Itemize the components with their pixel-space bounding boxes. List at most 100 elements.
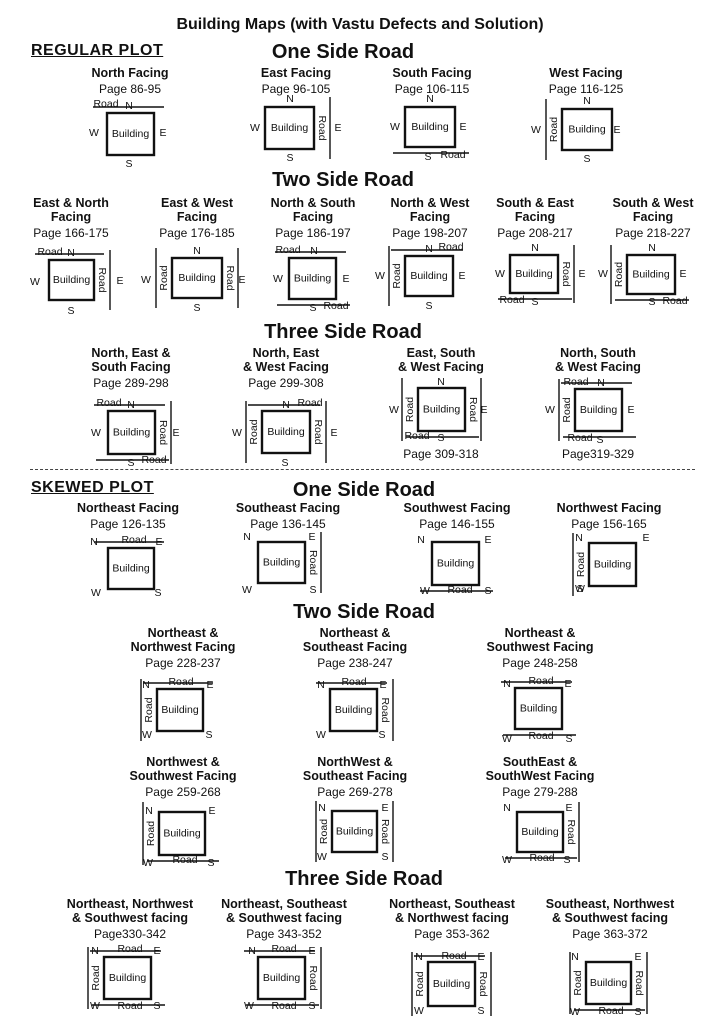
compass-s-label: S <box>563 854 570 866</box>
compass-n-label: N <box>286 93 294 105</box>
compass-s-label: S <box>425 300 432 312</box>
road-label: Road <box>529 852 554 864</box>
compass-w-label: W <box>316 729 326 741</box>
compass-w-label: W <box>375 270 385 282</box>
compass-e-label: E <box>480 404 487 416</box>
compass-s-label: S <box>193 302 200 314</box>
compass-e-label: E <box>330 427 337 439</box>
compass-s-label: S <box>531 296 538 308</box>
compass-n-label: N <box>248 945 256 957</box>
building-label: Building <box>590 977 628 989</box>
building-square <box>105 111 156 157</box>
compass-n-label: N <box>91 945 99 957</box>
road-label: Road <box>572 970 584 995</box>
compass-e-label: E <box>634 951 641 963</box>
road-label: Road <box>404 397 416 422</box>
building-label: Building <box>53 274 91 286</box>
regular-one-page-range: Page 96-105 <box>261 82 331 96</box>
building-square <box>515 810 565 854</box>
building-label: Building <box>112 128 150 140</box>
compass-n-label: N <box>310 245 318 257</box>
building-square <box>573 387 624 433</box>
regular-two-facing-label: Facing <box>409 210 451 224</box>
compass-s-label: S <box>154 587 161 599</box>
compass-s-label: S <box>67 305 74 317</box>
compass-n-label: N <box>426 93 434 105</box>
regular-three-facing-label: North, South <box>560 346 636 360</box>
road-label: Road <box>158 265 170 290</box>
compass-w-label: W <box>502 733 512 745</box>
building-square <box>256 955 307 1001</box>
compass-n-label: N <box>571 951 579 963</box>
road-label: Road <box>528 730 553 742</box>
road-label: Road <box>613 262 625 287</box>
compass-w-label: W <box>545 404 555 416</box>
regular-two-facing-label: Facing <box>176 210 218 224</box>
regular-three-facing-label: & West Facing <box>398 360 484 374</box>
compass-n-label: N <box>503 802 511 814</box>
skewed-three-facing-label: Northeast, Southeast <box>221 897 347 911</box>
road-label: Road <box>316 115 328 140</box>
regular-two-facing-label: North & West <box>390 196 470 210</box>
compass-s-label: S <box>281 457 288 469</box>
building-square <box>508 253 560 295</box>
compass-n-label: N <box>193 245 201 257</box>
building-label: Building <box>411 121 449 133</box>
compass-s-label: S <box>381 851 388 863</box>
compass-w-label: W <box>531 124 541 136</box>
skewed-one-side-heading: One Side Road <box>292 479 436 501</box>
compass-n-label: N <box>597 377 605 389</box>
road-label: Road <box>145 821 157 846</box>
skewed-two-facing-label: Southeast Facing <box>302 769 408 783</box>
compass-w-label: W <box>242 584 252 596</box>
building-square <box>106 409 157 456</box>
compass-s-label: S <box>308 1000 315 1012</box>
compass-n-label: N <box>648 242 656 254</box>
compass-w-label: W <box>89 127 99 139</box>
building-label: Building <box>263 556 301 568</box>
skewed-three-facing-label: Northeast, Northwest <box>66 897 194 911</box>
skewed-one-page-range: Page 156-165 <box>571 517 647 531</box>
road-label: Road <box>121 534 146 546</box>
compass-e-label: E <box>342 273 349 285</box>
compass-n-label: N <box>531 242 539 254</box>
compass-w-label: W <box>570 1006 580 1018</box>
building-label: Building <box>271 122 309 134</box>
regular-three-page-range: Page 309-318 <box>403 447 479 461</box>
regular-two-page-range: Page 166-175 <box>33 226 109 240</box>
skewed-three-side-heading: Three Side Road <box>285 868 443 890</box>
compass-w-label: W <box>317 851 327 863</box>
compass-n-label: N <box>67 247 75 259</box>
compass-w-label: W <box>575 583 585 595</box>
building-square <box>513 686 564 731</box>
building-label: Building <box>521 826 559 838</box>
compass-n-label: N <box>243 531 251 543</box>
compass-n-label: N <box>437 376 445 388</box>
compass-w-label: W <box>250 122 260 134</box>
regular-three-facing-label: South Facing <box>91 360 171 374</box>
building-square <box>47 258 96 302</box>
regular-two-facing-label: Facing <box>514 210 556 224</box>
regular-two-facing-label: South & West <box>612 196 694 210</box>
compass-s-label: S <box>127 457 134 469</box>
compass-s-label: S <box>576 583 583 595</box>
compass-w-label: W <box>502 854 512 866</box>
building-label: Building <box>267 426 305 438</box>
compass-w-label: W <box>495 268 505 280</box>
road-label: Road <box>172 854 197 866</box>
skewed-two-facing-label: Northeast & <box>504 626 576 640</box>
building-square <box>416 386 467 433</box>
road-label: Road <box>499 294 524 306</box>
compass-n-label: N <box>415 951 423 963</box>
compass-e-label: E <box>613 124 620 136</box>
road-label: Road <box>271 943 296 955</box>
skewed-two-page-range: Page 238-247 <box>317 656 393 670</box>
building-square <box>625 253 677 296</box>
building-square <box>170 256 224 300</box>
building-label: Building <box>433 978 471 990</box>
regular-one-facing-label: West Facing <box>549 66 623 80</box>
skewed-three-facing-label: & Northwest facing <box>395 911 509 925</box>
building-label: Building <box>336 825 374 837</box>
compass-w-label: W <box>30 276 40 288</box>
regular-three-side-heading: Three Side Road <box>264 321 422 343</box>
